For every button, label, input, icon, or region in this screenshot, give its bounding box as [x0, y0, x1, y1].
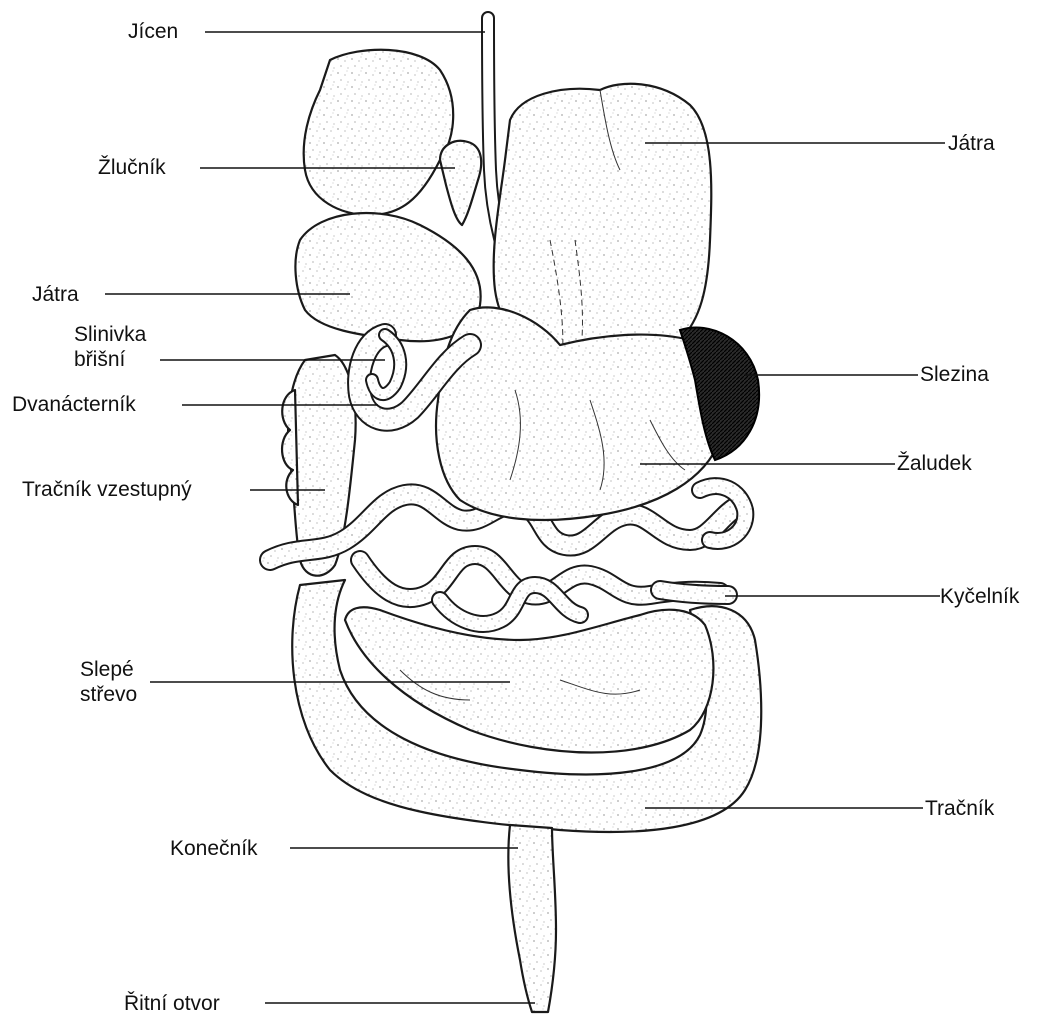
label-slepe-strevo: Slepé střevo — [80, 657, 137, 707]
liver-left-upper-shape — [304, 50, 454, 215]
label-jicen: Jícen — [128, 19, 178, 44]
label-jatra-right: Játra — [948, 131, 995, 156]
gallbladder-shape — [440, 141, 481, 225]
label-tracnik-vzestupny: Tračník vzestupný — [22, 477, 192, 502]
label-ritni-otvor: Řitní otvor — [124, 991, 220, 1016]
label-slepe-line1: Slepé — [80, 657, 137, 682]
label-jatra-left: Játra — [32, 282, 79, 307]
label-zlucnik: Žlučník — [98, 155, 166, 180]
label-slinivka-line1: Slinivka — [74, 322, 146, 347]
label-slinivka: Slinivka břišní — [74, 322, 146, 372]
label-dvanacternik: Dvanácterník — [12, 392, 136, 417]
label-slinivka-line2: břišní — [74, 347, 146, 372]
label-slezina: Slezina — [920, 362, 989, 387]
cecum-shape — [345, 607, 713, 752]
label-slepe-line2: střevo — [80, 682, 137, 707]
label-konecnik: Konečník — [170, 836, 258, 861]
rectum-shape — [508, 825, 556, 1012]
label-kycelnik: Kyčelník — [940, 584, 1019, 609]
ascending-colon-bulge — [282, 390, 298, 505]
label-tracnik: Tračník — [925, 796, 994, 821]
liver-left-lower-shape — [295, 213, 480, 341]
label-zaludek: Žaludek — [897, 451, 972, 476]
